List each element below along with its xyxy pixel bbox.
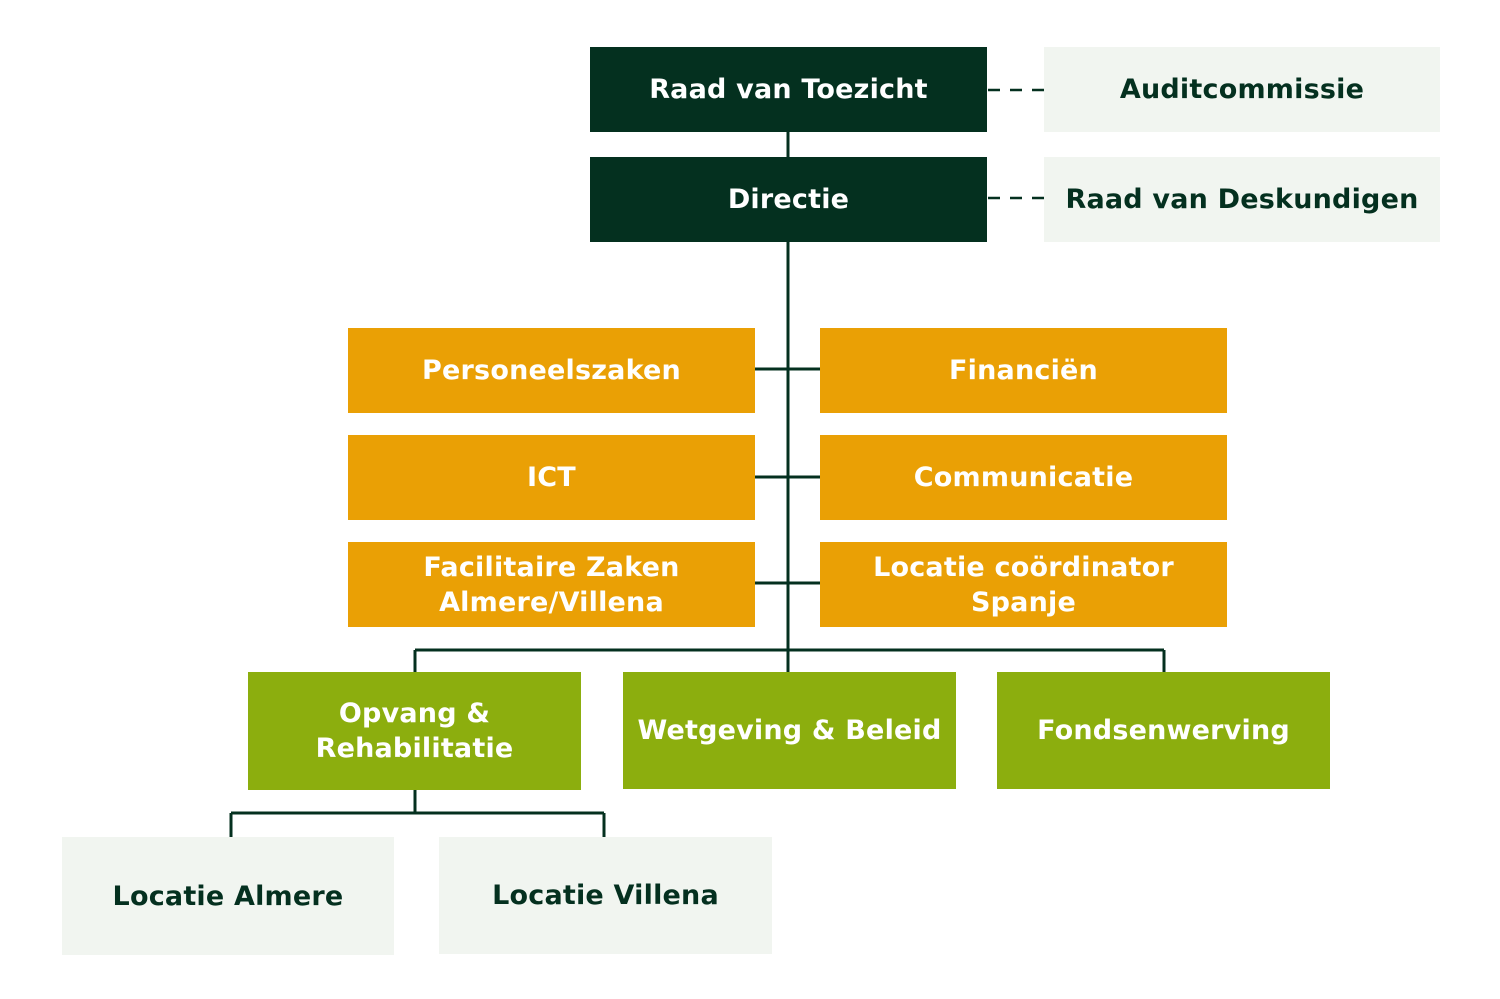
spain-coordinator-label: Locatie coördinator Spanje (873, 551, 1174, 618)
location-villena-box: Locatie Villena (439, 837, 772, 954)
personnel-label: Personeelszaken (422, 355, 681, 386)
ict-label: ICT (527, 462, 576, 493)
fundraising-box: Fondsenwerving (997, 672, 1330, 789)
facilities-label: Facilitaire Zaken Almere/Villena (423, 551, 680, 618)
location-villena-label: Locatie Villena (492, 880, 719, 911)
experts-label: Raad van Deskundigen (1065, 184, 1419, 215)
location-almere-label: Locatie Almere (112, 880, 344, 912)
board-box: Raad van Toezicht (590, 47, 987, 132)
personnel-box: Personeelszaken (348, 328, 755, 413)
shelter-rehabilitation-label: Opvang & Rehabilitatie (315, 698, 514, 764)
policy-box: Wetgeving & Beleid (623, 672, 956, 789)
policy-label: Wetgeving & Beleid (637, 715, 942, 746)
directie-box: Directie (590, 157, 987, 242)
fundraising-label: Fondsenwerving (1037, 715, 1290, 746)
audit-committee-box: Auditcommissie (1044, 47, 1440, 132)
experts-box: Raad van Deskundigen (1044, 157, 1440, 242)
communication-box: Communicatie (820, 435, 1227, 520)
shelter-rehabilitation-box: Opvang & Rehabilitatie (248, 672, 581, 790)
ict-box: ICT (348, 435, 755, 520)
communication-label: Communicatie (913, 462, 1134, 493)
board-label: Raad van Toezicht (649, 74, 928, 105)
location-almere-box: Locatie Almere (62, 837, 394, 955)
facilities-box: Facilitaire Zaken Almere/Villena (348, 542, 755, 627)
audit-committee-label: Auditcommissie (1119, 74, 1365, 105)
finance-box: Financiën (820, 328, 1227, 413)
finance-label: Financiën (949, 355, 1098, 386)
spain-coordinator-box: Locatie coördinator Spanje (820, 542, 1227, 627)
directie-label: Directie (727, 184, 850, 215)
